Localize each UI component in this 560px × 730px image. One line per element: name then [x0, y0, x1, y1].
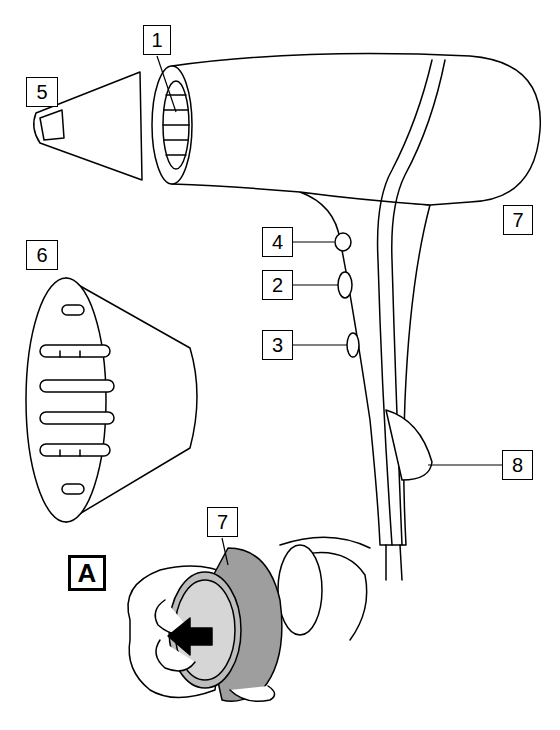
diffuser-face	[26, 278, 106, 522]
callout-box: 3	[262, 330, 293, 360]
dryer-body	[172, 54, 540, 205]
callout-box: 4	[262, 227, 293, 257]
callout-box: 6	[26, 240, 58, 270]
callout-box: 7	[503, 205, 533, 235]
leader-line	[293, 284, 338, 285]
diffuser-prongs	[40, 305, 114, 494]
callout-box: 7	[207, 507, 238, 537]
callout-number: 8	[512, 455, 523, 475]
hanging-loop	[386, 410, 432, 480]
callout-number: 6	[36, 245, 47, 265]
leader-line	[157, 56, 176, 112]
leader-line	[222, 538, 228, 565]
dryer-handle	[300, 192, 430, 545]
leader-line	[293, 241, 334, 242]
callout-box: 8	[502, 450, 533, 480]
button	[347, 333, 359, 357]
callout-number: 5	[36, 82, 47, 102]
air-grille	[163, 81, 189, 169]
leader-line	[428, 464, 502, 465]
figure-label-box: A	[68, 555, 106, 591]
figure-label: A	[78, 560, 97, 586]
button	[335, 233, 351, 251]
callout-number: 7	[512, 210, 523, 230]
thumb	[230, 686, 275, 701]
dryer-front	[152, 66, 192, 184]
leader-line	[293, 344, 347, 345]
nozzle-slot	[40, 110, 64, 140]
cord	[386, 545, 402, 580]
callout-number: 4	[272, 232, 283, 252]
callout-number: 3	[272, 335, 283, 355]
callout-number: 2	[272, 275, 283, 295]
callout-box: 1	[143, 25, 171, 55]
callout-number: 7	[217, 512, 228, 532]
dryer-back-grille	[278, 545, 322, 635]
callout-box: 5	[26, 77, 58, 107]
button	[338, 272, 352, 298]
grille-bars	[163, 95, 189, 155]
callout-box: 2	[262, 270, 293, 300]
direction-arrow	[168, 618, 212, 655]
callout-number: 1	[151, 30, 162, 50]
